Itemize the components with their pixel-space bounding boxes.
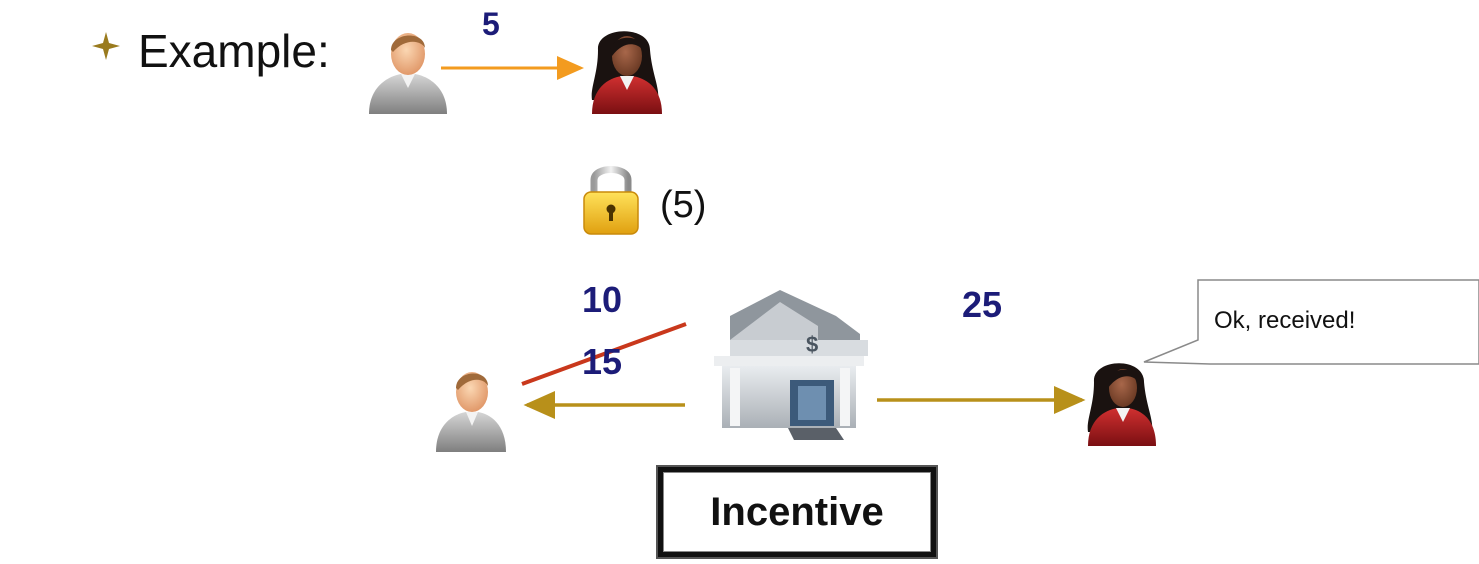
svg-text:$: $ — [806, 332, 818, 357]
star-bullet-icon — [92, 32, 120, 60]
speech-bubble-text: Ok, received! — [1214, 307, 1356, 334]
bank-icon: $ — [714, 290, 868, 440]
incentive-label: Incentive — [710, 489, 884, 534]
padlock-icon — [583, 166, 639, 235]
speech-bubble — [1143, 279, 1479, 365]
male-user-icon — [436, 372, 506, 452]
incentive-box: Incentive — [658, 467, 936, 557]
female-user-icon — [1087, 363, 1156, 446]
old-amount-label: 10 — [582, 279, 623, 320]
male-user-icon — [369, 33, 447, 114]
female-user-icon — [591, 31, 662, 114]
top-amount-label: 5 — [482, 6, 500, 42]
right-amount-label: 25 — [962, 284, 1003, 325]
new-amount-label: 15 — [582, 341, 623, 382]
locked-amount-label: (5) — [660, 184, 707, 226]
heading-text: Example: — [138, 25, 330, 77]
strike-through-line — [521, 322, 687, 386]
